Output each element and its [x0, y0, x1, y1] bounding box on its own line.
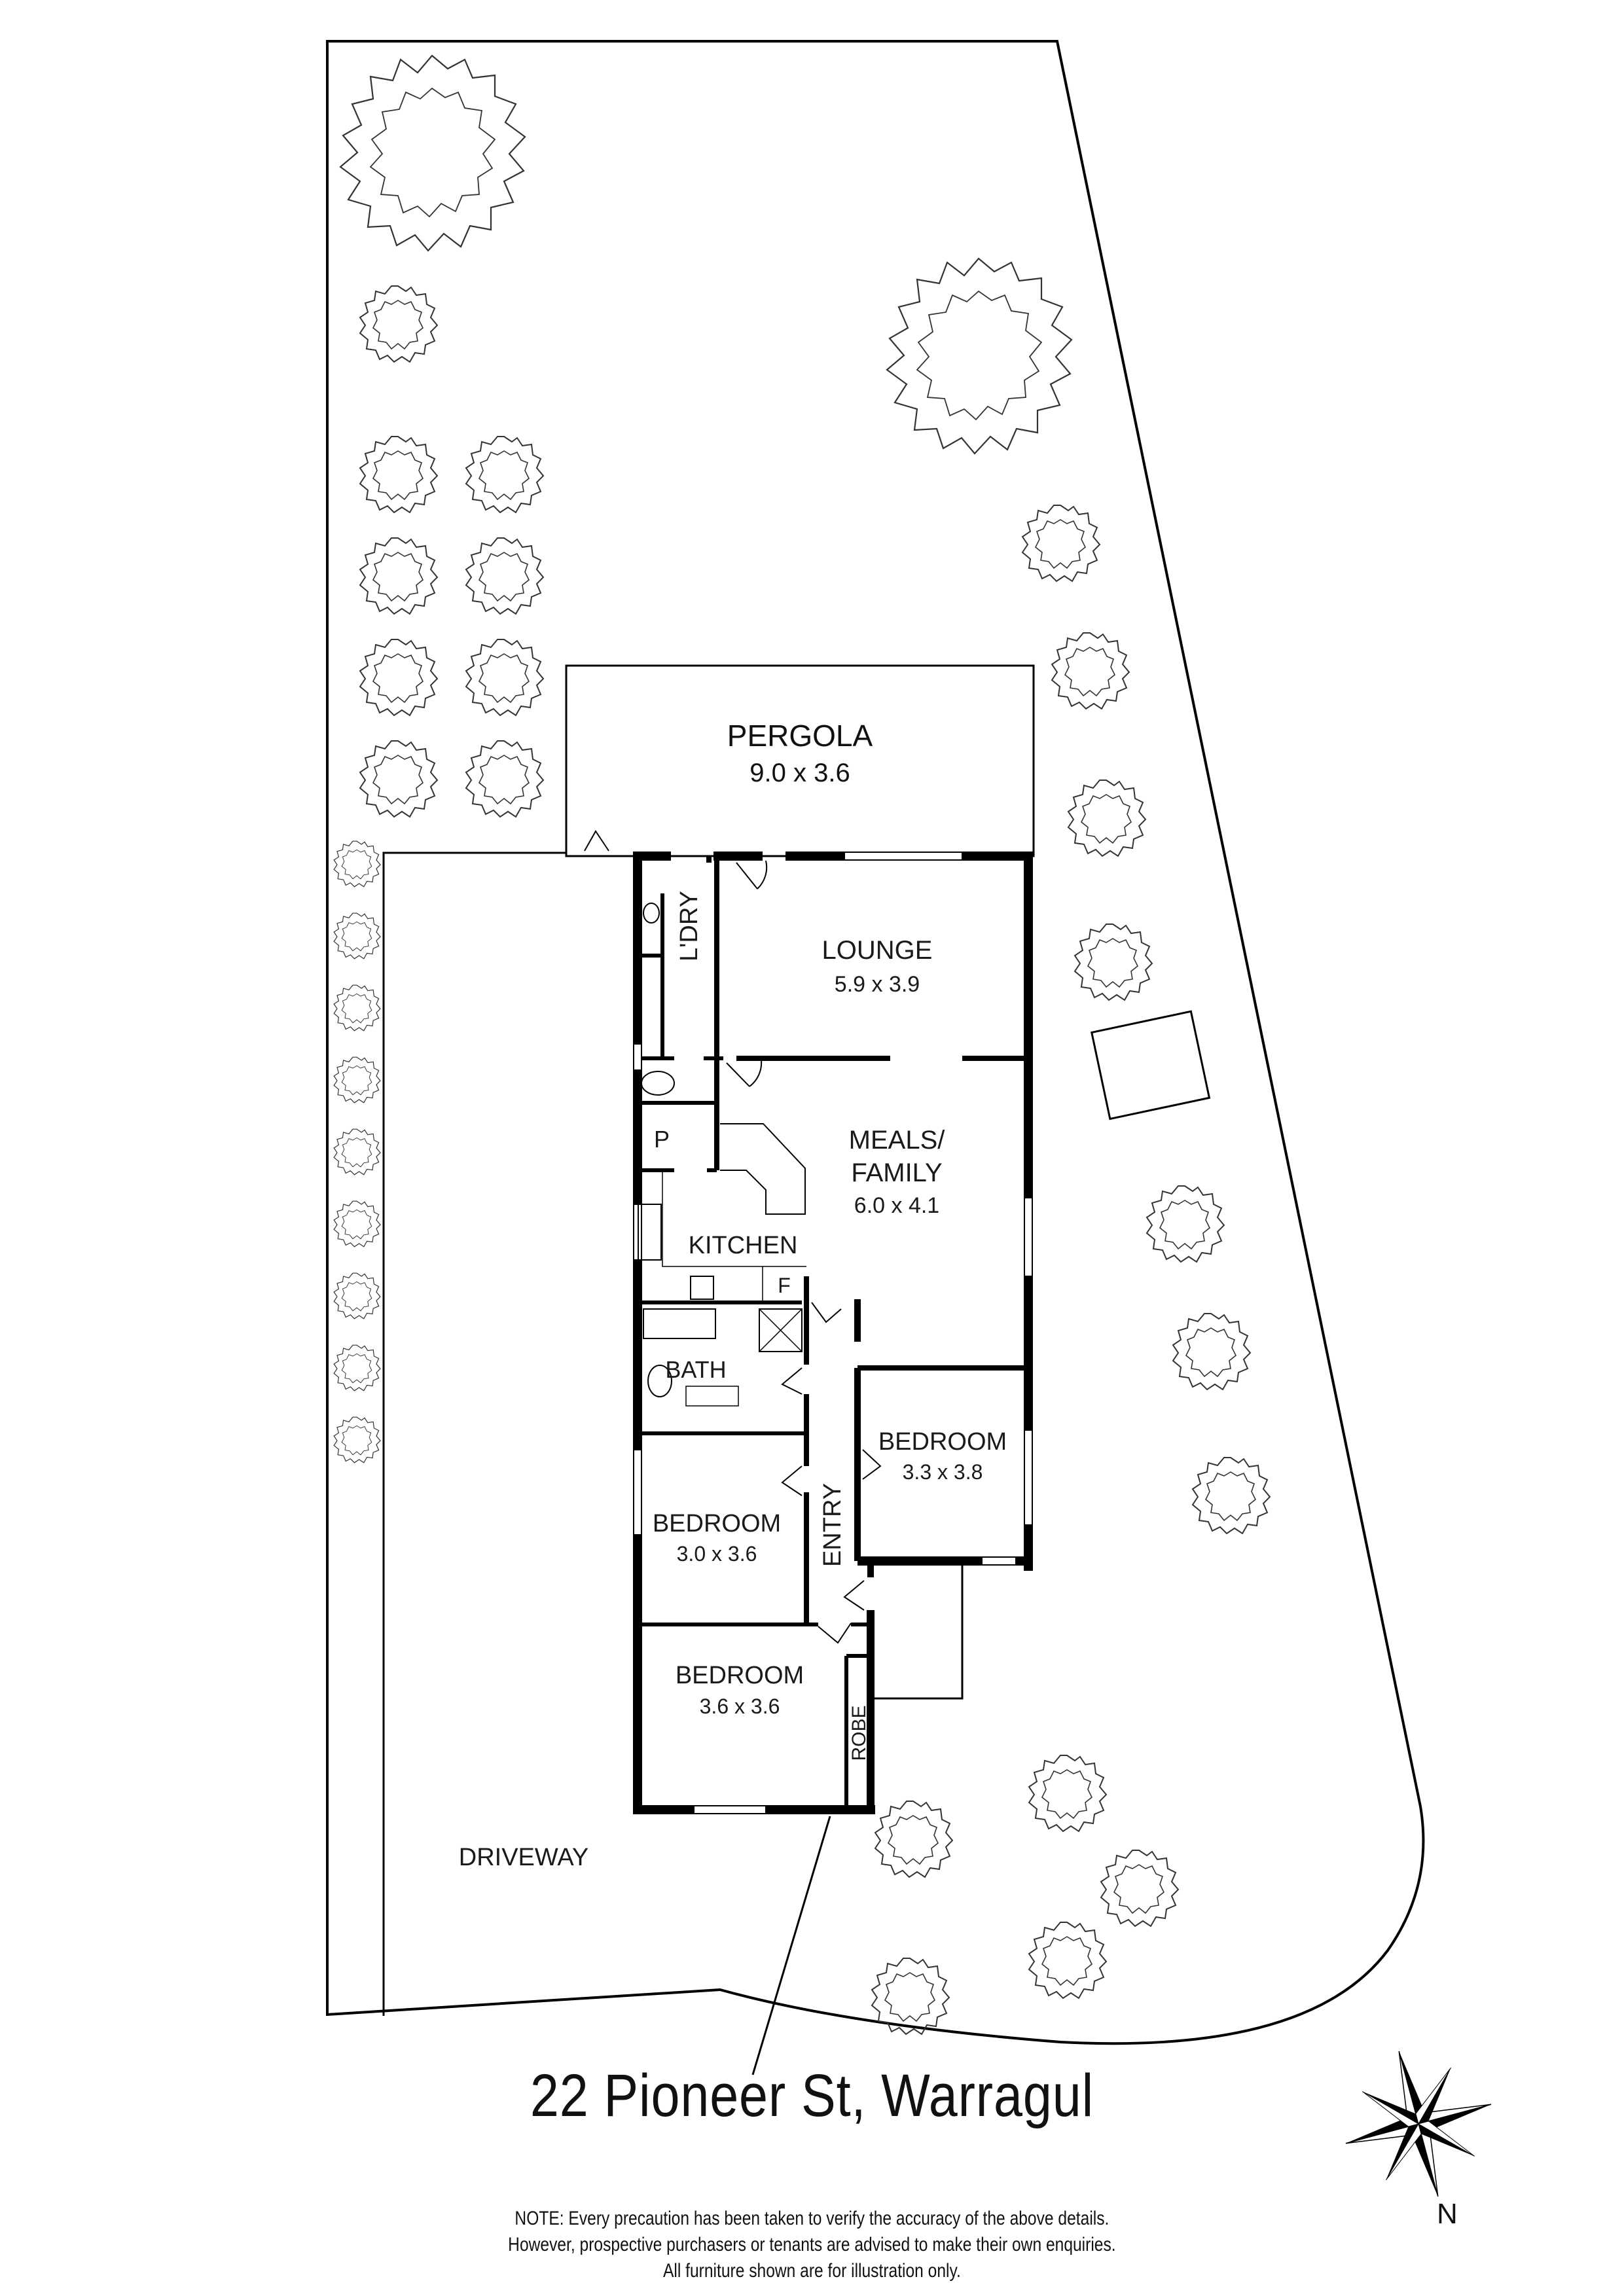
- doors: [584, 830, 882, 1644]
- property-address-title: 22 Pioneer St, Warragul: [530, 2062, 1094, 2129]
- meals-family-label-line1: MEALS/: [849, 1126, 946, 1155]
- bedroom-3-label: BEDROOM: [676, 1662, 804, 1689]
- kitchen-bench: [720, 1123, 806, 1215]
- lounge-label: LOUNGE: [822, 936, 933, 965]
- pantry-label: P: [654, 1126, 670, 1153]
- bedroom-2-label: BEDROOM: [653, 1510, 781, 1537]
- bedroom-3-size: 3.6 x 3.6: [700, 1695, 780, 1718]
- bathtub-icon: [643, 1308, 716, 1339]
- trees: [333, 54, 1271, 2035]
- vanity-icon: [685, 1386, 739, 1407]
- toilet-icon: [647, 1365, 672, 1397]
- bath-label: BATH: [665, 1356, 726, 1383]
- driveway-diagonal-line: [751, 1816, 831, 2075]
- lot-boundary: [326, 40, 1425, 2045]
- entry-label: ENTRY: [819, 1483, 846, 1567]
- wc-toilet-icon: [641, 1071, 675, 1096]
- north-label: N: [1437, 2198, 1458, 2230]
- shed-outline: [1090, 1010, 1211, 1121]
- compass-rose-icon: [1345, 2051, 1492, 2197]
- driveway-boundary: [382, 852, 566, 2016]
- pergola-label: PERGOLA: [727, 719, 873, 753]
- laundry-label: L'DRY: [676, 891, 703, 961]
- driveway-label: DRIVEWAY: [459, 1844, 588, 1871]
- windows: [633, 852, 1033, 1814]
- porch-outline: [871, 1563, 964, 1700]
- bedroom-1-label: BEDROOM: [878, 1428, 1007, 1456]
- meals-family-label-line2: FAMILY: [851, 1158, 942, 1187]
- disclaimer-line-1: NOTE: Every precaution has been taken to…: [514, 2208, 1110, 2229]
- disclaimer-line-3: All furniture shown are for illustration…: [662, 2260, 961, 2282]
- shower-icon: [759, 1308, 803, 1352]
- cooktop-icon: [690, 1276, 714, 1300]
- pergola-size: 9.0 x 3.6: [749, 759, 850, 787]
- sink-icon: [638, 1204, 662, 1261]
- bedroom-1-size: 3.3 x 3.8: [903, 1460, 983, 1484]
- kitchen-label: KITCHEN: [689, 1232, 798, 1259]
- fridge-label: F: [778, 1274, 791, 1297]
- bedroom-2-size: 3.0 x 3.6: [677, 1542, 757, 1566]
- meals-family-size: 6.0 x 4.1: [854, 1193, 939, 1218]
- house-walls: [633, 852, 1033, 1814]
- kitchen-counter: [662, 1170, 806, 1267]
- robe-label: ROBE: [848, 1705, 870, 1761]
- lounge-size: 5.9 x 3.9: [835, 972, 920, 997]
- laundry-tub-icon: [643, 903, 660, 924]
- disclaimer-line-2: However, prospective purchasers or tenan…: [508, 2234, 1116, 2255]
- disclaimer-note: NOTE: Every precaution has been taken to…: [146, 2206, 1477, 2284]
